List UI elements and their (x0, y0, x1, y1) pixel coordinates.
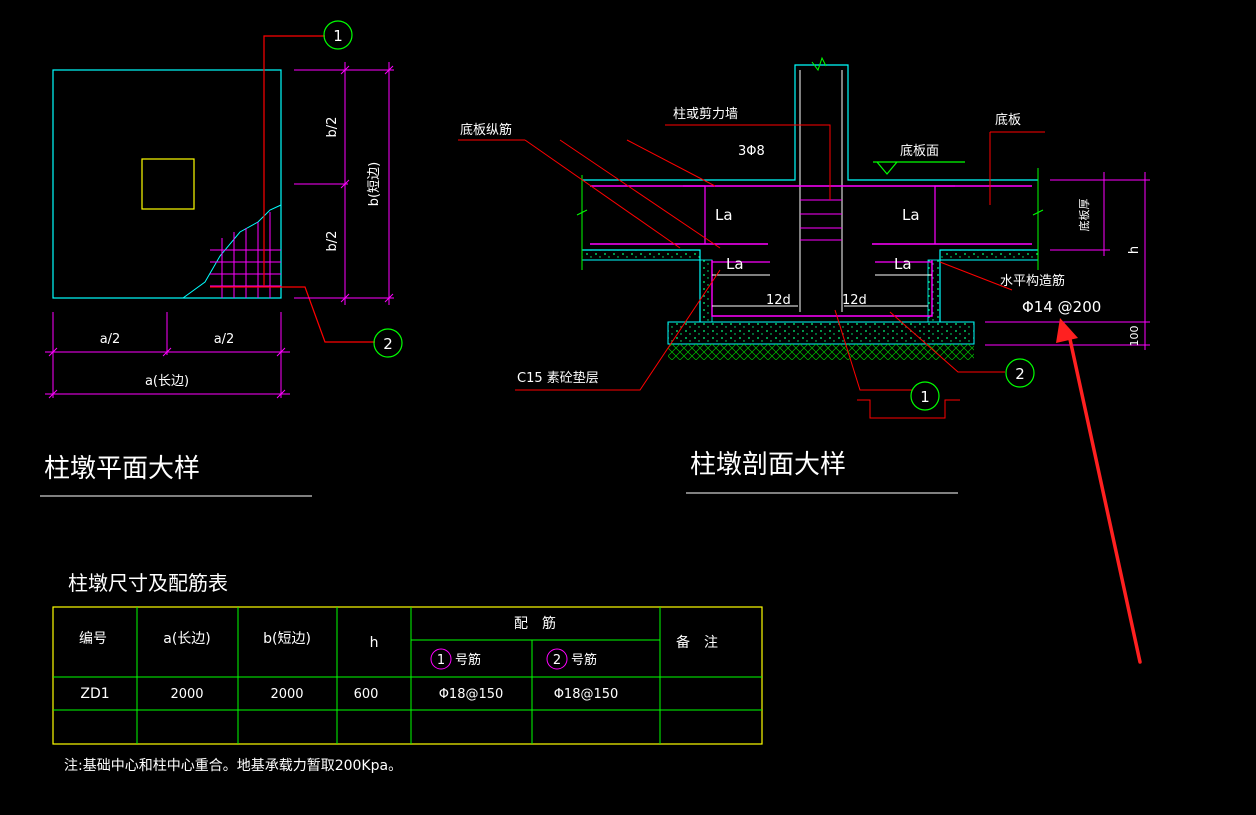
section-label-la-4: La (894, 255, 912, 273)
plan-column (141, 158, 195, 210)
section-label-la-2: La (902, 206, 920, 224)
plan-view: 1 2 a/2 a/2 a(长边) (40, 20, 403, 497)
table-cell-r1: Φ18@150 (439, 687, 504, 702)
rebar-table: 柱墩尺寸及配筋表 编号 a(长边) b(短边) h 配 筋 1 号筋 2 号筋 … (52, 571, 763, 774)
section-label-slab: 底板 (995, 112, 1021, 128)
plan-marker-2-text: 2 (383, 335, 393, 353)
table-cell-id: ZD1 (80, 686, 109, 702)
section-marker-1-text: 1 (920, 388, 930, 406)
table-cell-a: 2000 (170, 687, 203, 702)
section-label-100: 100 (1128, 326, 1141, 347)
section-label-la-3: La (726, 255, 744, 273)
plan-marker-1-text: 1 (333, 27, 343, 45)
section-label-cushion: C15 素砼垫层 (517, 370, 599, 386)
section-title: 柱墩剖面大样 (690, 450, 846, 480)
plan-marker-1 (323, 20, 353, 50)
section-la-hook-right (934, 185, 955, 244)
table-header-rebar-2-text: 号筋 (571, 652, 597, 668)
section-label-12d-left: 12d (766, 293, 791, 308)
plan-outline (52, 69, 282, 299)
table-header-remark: 备 注 (676, 634, 718, 651)
plan-title: 柱墩平面大样 (44, 454, 200, 484)
plan-marker-2 (373, 328, 403, 358)
table-title: 柱墩尺寸及配筋表 (68, 571, 228, 595)
table-rebar-2-circle (546, 648, 568, 670)
table-cell-h: 600 (354, 687, 379, 702)
section-left-step (582, 249, 701, 322)
table-cell-b: 2000 (270, 687, 303, 702)
plan-dim-a-half-left: a/2 (100, 332, 121, 347)
table-frame (52, 606, 763, 745)
section-leaders (458, 124, 1045, 419)
section-marker-1 (910, 381, 940, 411)
plan-dim-a: a(长边) (145, 374, 189, 389)
annotation-arrow (1056, 318, 1142, 664)
section-label-horizontal-bar: 水平构造筋 (1000, 273, 1065, 289)
section-cushion (667, 321, 975, 345)
plan-dim-a-half-right: a/2 (214, 332, 235, 347)
table-rebar-1-circle (430, 648, 452, 670)
table-header-id: 编号 (79, 631, 107, 647)
section-slab-bottom-right (939, 249, 1039, 261)
section-pier-rebar (711, 260, 933, 317)
section-break-mark (811, 56, 827, 72)
table-header-rebar-1-num: 1 (437, 653, 445, 668)
section-soil-hatch (668, 344, 974, 360)
section-right-dims (985, 172, 1150, 350)
table-header-rebar: 配 筋 (514, 615, 556, 632)
section-slab-bottom-left (581, 249, 701, 261)
plan-rebar-grid (210, 212, 281, 298)
table-header-b: b(短边) (263, 631, 311, 647)
table-row: ZD1 2000 2000 600 Φ18@150 Φ18@150 (80, 686, 618, 702)
section-label-12d-right: 12d (842, 293, 867, 308)
section-column-outline (582, 64, 1038, 181)
section-label-slab-thickness: 底板厚 (1077, 199, 1091, 232)
section-label-slab-surface: 底板面 (900, 143, 939, 159)
section-view: 1 2 底板纵筋 柱或剪力墙 3Φ8 底板面 底板 底板厚 h 100 La L… (458, 56, 1150, 494)
section-label-la-1: La (715, 206, 733, 224)
section-stirrups (800, 199, 842, 241)
plan-break-line (182, 204, 282, 299)
section-label-h: h (1127, 246, 1142, 254)
section-left-break (576, 175, 588, 270)
plan-dim-horizontal (45, 312, 290, 399)
section-la-dims (712, 274, 932, 307)
table-header-rebar-1-text: 号筋 (455, 652, 481, 668)
section-right-break (1032, 168, 1044, 270)
plan-dim-b-half-bottom: b/2 (325, 231, 340, 252)
section-label-horizontal-bar-spec: Φ14 @200 (1022, 298, 1101, 316)
table-header-a: a(长边) (163, 631, 211, 647)
plan-dim-b-half-top: b/2 (325, 117, 340, 138)
table-header-h: h (370, 635, 379, 651)
annotation-arrow-shaft (1066, 328, 1142, 664)
plan-dim-vertical (294, 62, 394, 305)
section-label-stirrup: 3Φ8 (738, 144, 765, 159)
section-la-hook-left (683, 185, 706, 244)
section-label-slab-long-bar: 底板纵筋 (460, 122, 512, 138)
table-note: 注:基础中心和柱中心重合。地基承载力暂取200Kpa。 (64, 757, 402, 774)
section-pier-right-wall (927, 259, 941, 323)
table-header-rebar-2-num: 2 (553, 653, 561, 668)
plan-leader-1 (263, 35, 325, 286)
section-surface-symbol (873, 161, 965, 175)
section-label-column-wall: 柱或剪力墙 (673, 106, 738, 122)
section-marker-2 (1005, 358, 1035, 388)
plan-dim-b: b(短边) (367, 162, 382, 206)
table-grid (53, 607, 762, 744)
annotation-arrow-head (1056, 318, 1078, 343)
table-cell-r2: Φ18@150 (554, 687, 619, 702)
plan-leader-2 (210, 286, 375, 343)
section-marker-2-text: 2 (1015, 365, 1025, 383)
